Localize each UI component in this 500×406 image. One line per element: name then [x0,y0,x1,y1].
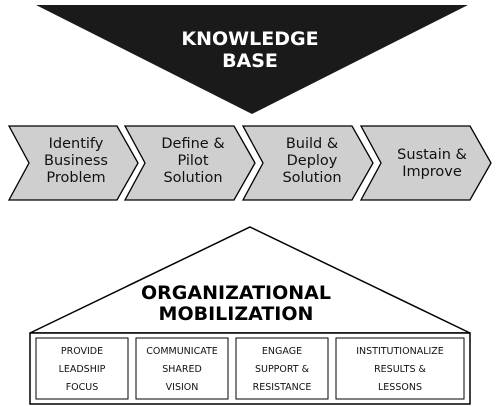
pillar-box [335,337,465,400]
pillar-box [35,337,129,400]
pillar-line: COMMUNICATE [146,346,218,357]
pillar-line: SUPPORT & [255,364,310,375]
organizational-mobilization-title-line1: ORGANIZATIONAL [141,282,331,304]
process-step-line: Build & [286,136,338,152]
process-step-line: Identify [49,136,104,152]
pillar-institutionalize: INSTITUTIONALIZE RESULTS & LESSONS [335,337,465,400]
chevron-arrow [123,125,256,201]
pillar-line: FOCUS [66,382,99,393]
process-step-line: Sustain & [397,147,467,163]
process-step-line: Problem [46,170,105,186]
process-step-line: Pilot [177,153,208,169]
chevron-arrow [7,125,139,201]
process-step-line: Improve [402,164,462,180]
pillar-engage: ENGAGE SUPPORT & RESISTANCE [235,337,329,400]
pillar-line: RESISTANCE [253,382,312,393]
pillar-line: VISION [166,382,199,393]
pillar-box [235,337,329,400]
pillar-line: INSTITUTIONALIZE [356,346,444,357]
pillar-line: RESULTS & [374,364,426,375]
pillar-line: LESSONS [378,382,422,393]
process-step-sustain: Sustain & Improve [359,125,492,201]
pillar-line: SHARED [162,364,202,375]
process-step-line: Deploy [287,153,338,169]
knowledge-base-title-line2: BASE [222,50,278,72]
process-step-line: Business [44,153,108,169]
pillar-line: PROVIDE [61,346,103,357]
process-step-identify: Identify Business Problem [7,125,139,201]
knowledge-base-triangle [36,5,468,114]
knowledge-base: KNOWLEDGE BASE [36,5,468,114]
process-step-build: Build & Deploy Solution [241,125,374,201]
pillar-communicate: COMMUNICATE SHARED VISION [135,337,229,400]
pillar-leadership: PROVIDE LEADSHIP FOCUS [35,337,129,400]
pillar-line: LEADSHIP [59,364,106,375]
process-step-line: Solution [282,170,341,186]
chevron-arrow [241,125,374,201]
pillar-line: ENGAGE [262,346,302,357]
process-step-line: Define & [161,136,224,152]
knowledge-base-title-line1: KNOWLEDGE [181,28,318,50]
organizational-mobilization-title-line2: MOBILIZATION [159,303,314,325]
organizational-mobilization: ORGANIZATIONAL MOBILIZATION PROVIDE LEAD… [29,226,471,405]
process-steps: Identify Business Problem Define & Pilot… [7,125,492,201]
chevron-arrow [359,125,492,201]
process-step-line: Solution [163,170,222,186]
pillar-box [135,337,229,400]
process-step-define: Define & Pilot Solution [123,125,256,201]
